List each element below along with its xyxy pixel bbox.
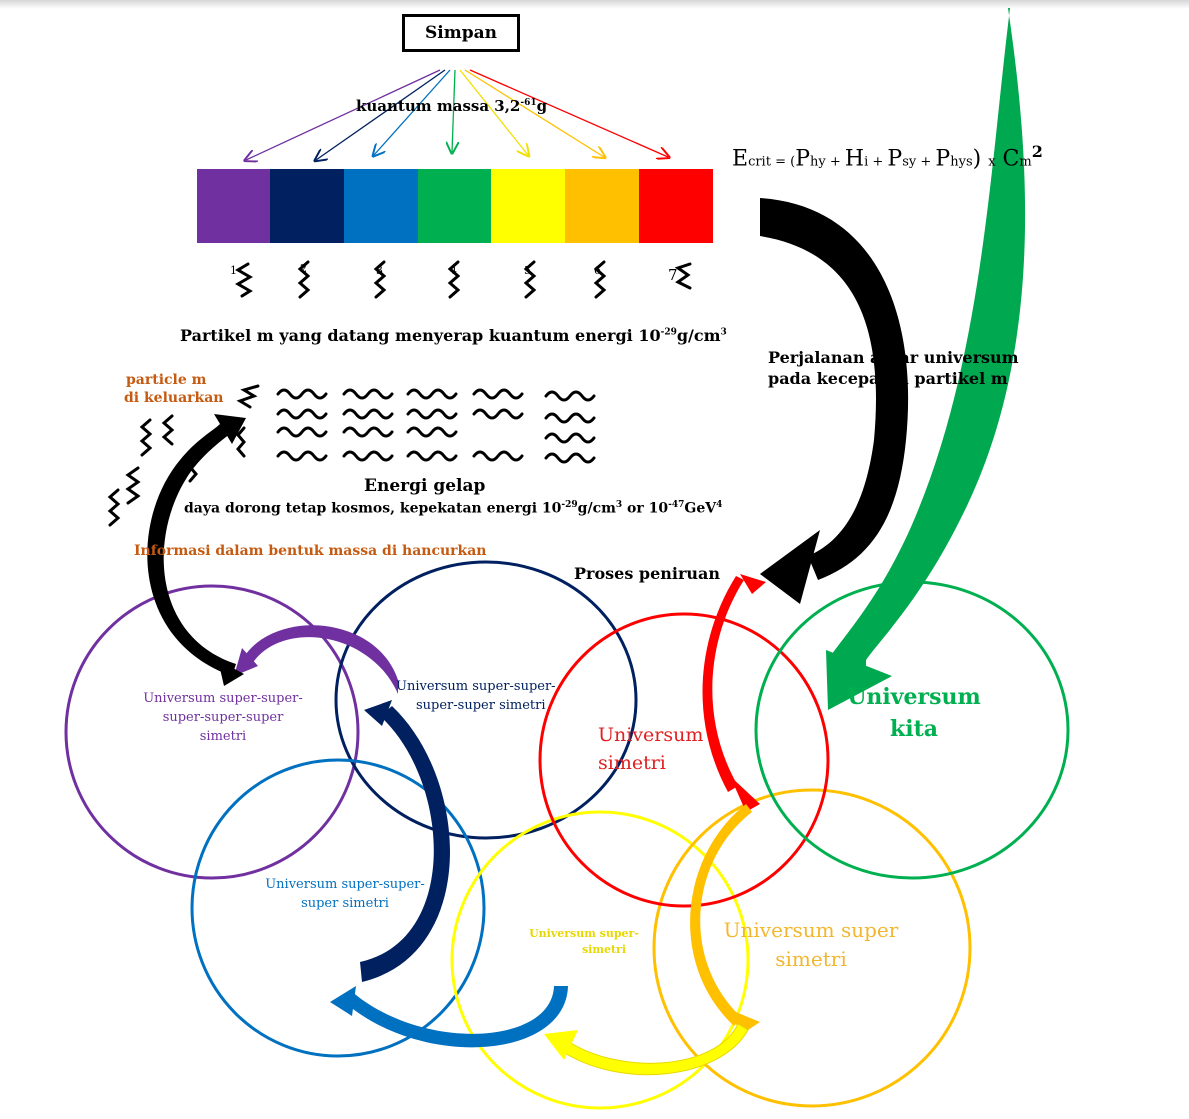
- dark-energy-wave: [276, 426, 328, 438]
- particle-number-6: 6: [594, 264, 601, 277]
- particle-number-1: 1: [230, 264, 237, 277]
- spectrum-swatch-green: [418, 169, 491, 243]
- dark-energy-wave: [276, 450, 328, 462]
- universe-circle-navy: [334, 560, 638, 840]
- particle-number-7: 7: [668, 266, 678, 284]
- dark-energy-wave: [406, 450, 458, 462]
- dark-energy-wave: [406, 408, 458, 420]
- critical-energy-formula: Ecrit = (Phy + Hi + Psy + Phys) x Cm2: [732, 142, 1043, 172]
- red-copy-tail: [740, 574, 766, 594]
- navy-arrowhead: [364, 700, 392, 726]
- orange-arrow: [690, 804, 752, 1026]
- dark-energy-wave: [342, 426, 394, 438]
- top-bar: [0, 0, 1189, 9]
- dark-energy-waves: [276, 388, 596, 464]
- red-copy-arrowhead: [730, 776, 760, 812]
- particle-released-caption: particle m di keluarkan: [124, 372, 224, 406]
- quantum-fan-arrows: [246, 69, 668, 160]
- purple-arrow: [242, 625, 398, 694]
- universe-label-red: Universum simetri: [598, 724, 704, 774]
- navy-arrow: [360, 706, 450, 982]
- dark-energy-wave: [544, 390, 596, 402]
- particle-number-5: 5: [524, 264, 531, 277]
- simpan-label: Simpan: [425, 23, 497, 43]
- universe-circle-purple: [64, 584, 360, 880]
- simpan-box: Simpan: [402, 14, 520, 52]
- absorbing-particles: [235, 260, 692, 299]
- universe-label-yellow: Universum super- simetri: [529, 927, 639, 956]
- dark-energy-wave: [342, 388, 394, 400]
- dark-energy-wave: [406, 388, 458, 400]
- particle-number-4: 4: [450, 264, 457, 277]
- dark-energy-description: daya dorong tetap kosmos, kepekatan ener…: [184, 500, 723, 517]
- universe-label-orange: Universum super simetri: [723, 918, 899, 971]
- blue-arrow: [342, 986, 568, 1048]
- absorb-caption: Partikel m yang datang menyerap kuantum …: [180, 326, 727, 345]
- yellow-arrow: [559, 1023, 749, 1076]
- dark-energy-title: Energi gelap: [364, 476, 486, 496]
- info-destroyed-caption: Informasi dalam bentuk massa di hancurka…: [134, 543, 487, 559]
- dark-energy-wave: [342, 450, 394, 462]
- universe-label-purple: Universum super-super- super-super-super…: [143, 691, 303, 744]
- yellow-arrowhead: [544, 1030, 578, 1060]
- copying-process-caption: Proses peniruan: [574, 564, 721, 583]
- universe-label-blue: Universum super-super- super simetri: [265, 877, 425, 911]
- dark-energy-wave: [406, 426, 458, 438]
- particle-number-2: 2: [300, 262, 307, 275]
- quantum-mass-label: kuantum massa 3,2-61g: [356, 97, 548, 115]
- universe-label-navy: Universum super-super- super-super simet…: [396, 679, 556, 713]
- spectrum-swatch-purple: [197, 169, 270, 243]
- dark-energy-wave: [276, 408, 328, 420]
- released-particles: [107, 384, 260, 527]
- orange-arrowhead: [726, 1008, 760, 1034]
- universe-circle-yellow: [450, 810, 750, 1110]
- dark-energy-wave: [472, 450, 524, 462]
- info-arrowhead-up: [214, 414, 246, 444]
- blue-arrowhead: [330, 986, 356, 1016]
- particle-number-3: 3: [376, 264, 383, 277]
- info-arrowhead-down: [218, 660, 244, 686]
- dark-energy-wave: [472, 408, 524, 420]
- spectrum-swatch-navy: [270, 169, 344, 243]
- travel-arrow: [760, 198, 909, 580]
- dark-energy-wave: [276, 388, 328, 400]
- red-copy-arrow: [702, 576, 744, 792]
- spectrum-swatch-red: [639, 169, 713, 243]
- dark-energy-wave: [544, 432, 596, 444]
- universe-circle-red: [538, 612, 830, 908]
- spectrum-swatch-blue: [344, 169, 418, 243]
- universe-circles: [64, 560, 1070, 1110]
- travel-caption: Perjalanan antar universum pada kecepata…: [768, 348, 1019, 388]
- green-entry-arrow: [828, 8, 1026, 690]
- info-destroyed-arrow: [147, 424, 236, 676]
- spectrum-swatch-yellow: [491, 169, 565, 243]
- dark-energy-wave: [544, 412, 596, 424]
- dark-energy-wave: [342, 408, 394, 420]
- purple-arrowhead: [234, 648, 258, 676]
- universe-label-green: Universum kita: [847, 684, 981, 742]
- travel-arrowhead: [760, 530, 820, 604]
- universe-circle-blue: [190, 758, 486, 1058]
- dark-energy-wave: [472, 388, 524, 400]
- spectrum-swatch-orange: [565, 169, 639, 243]
- green-arrowhead: [826, 650, 892, 710]
- universe-circle-orange: [652, 788, 972, 1108]
- dark-energy-wave: [544, 452, 596, 464]
